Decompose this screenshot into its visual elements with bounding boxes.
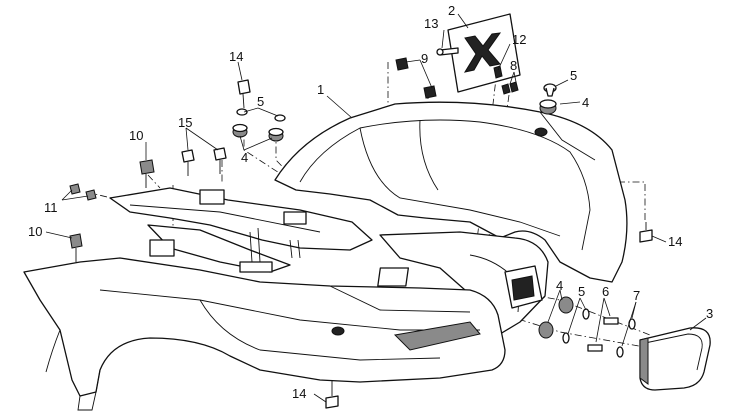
callout-5-left: 5 [257, 94, 264, 109]
callout-14-right: 14 [668, 234, 682, 249]
callout-15: 15 [178, 115, 192, 130]
callout-9: 9 [421, 51, 428, 66]
part-5-washers-left [236, 108, 286, 122]
part-8-clips [501, 81, 519, 95]
part-14-bolt-top [237, 79, 251, 109]
part-6-spacers [587, 317, 619, 352]
part-9-clips [395, 57, 437, 99]
part-14-bolt-right [639, 222, 653, 243]
part-11-clips [69, 183, 97, 201]
support-bracket [109, 187, 373, 273]
part-7-rings [616, 318, 636, 358]
callout-10-upper: 10 [129, 128, 143, 143]
callout-11: 11 [44, 200, 58, 215]
callout-14-bottom: 14 [292, 386, 306, 401]
leader-lines [45, 13, 707, 403]
callout-4-top-right: 4 [582, 95, 589, 110]
part-4-grommets-left [232, 123, 284, 142]
part-4-grommet-top-right [539, 99, 557, 115]
callout-5-lower-right: 5 [578, 284, 585, 299]
part-12-clip [493, 65, 503, 79]
part-2-plate [447, 13, 521, 93]
callout-6: 6 [602, 284, 609, 299]
callout-4-lower-right: 4 [556, 278, 563, 293]
callout-12: 12 [512, 32, 526, 47]
part-5-washers-lower-right [562, 308, 590, 344]
callout-labels: 1 2 3 4 4 4 5 5 5 6 7 8 9 10 10 11 12 13… [28, 3, 713, 401]
side-fender-panel [23, 257, 506, 411]
part-1-rear-fender [274, 101, 628, 341]
callout-7: 7 [633, 288, 640, 303]
callout-13: 13 [424, 16, 438, 31]
part-10-nut-lower [69, 233, 83, 262]
callout-2: 2 [448, 3, 455, 18]
callout-10-lower: 10 [28, 224, 42, 239]
callout-4-left: 4 [241, 150, 248, 165]
part-3-rear-pad [639, 327, 711, 391]
callout-5-top-right: 5 [570, 68, 577, 83]
callout-3: 3 [706, 306, 713, 321]
part-10-nut-upper [139, 159, 155, 188]
part-5-washer-top-right [543, 83, 557, 97]
part-4-bushings-lower-right [538, 296, 574, 339]
part-14-bolt-bottom [325, 380, 339, 409]
part-13-screw [436, 47, 459, 56]
fender-mount-hole [331, 127, 548, 336]
part-15-screws [181, 147, 227, 176]
callout-14-top: 14 [229, 49, 243, 64]
callout-8: 8 [510, 58, 517, 73]
callout-1: 1 [317, 82, 324, 97]
